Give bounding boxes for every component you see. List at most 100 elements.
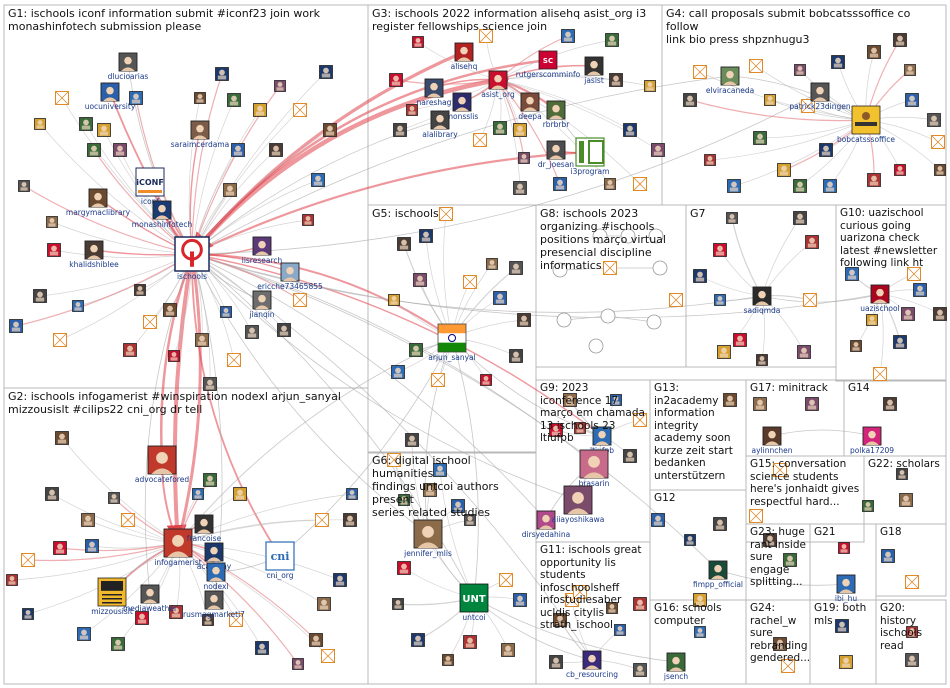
peer-avatar-node[interactable] [79,117,93,131]
peer-avatar-node[interactable] [227,353,241,367]
peer-avatar-node[interactable] [753,131,767,145]
peer-avatar-node[interactable] [513,123,527,137]
peer-avatar-node[interactable] [87,143,101,157]
peer-avatar-node[interactable] [72,300,84,312]
node-jsench[interactable]: jsench [663,652,688,681]
peer-avatar-node[interactable] [486,258,498,270]
peer-avatar-node[interactable] [896,468,908,480]
peer-avatar-node[interactable] [233,487,247,501]
peer-avatar-node[interactable] [803,293,817,307]
peer-avatar-node[interactable] [168,350,180,362]
node-arjun-sanyal[interactable]: arjun_sanyal [428,323,476,362]
peer-avatar-node[interactable] [18,180,30,192]
peer-avatar-node[interactable] [6,574,18,586]
peer-avatar-node[interactable] [518,152,530,164]
node-uazischool[interactable]: uazischool [860,284,900,313]
node-elviracaneda[interactable]: elviracaneda [706,66,754,95]
peer-avatar-node[interactable] [549,423,563,437]
node-nodexl[interactable]: nodexl [203,562,229,591]
peer-avatar-node[interactable] [605,33,619,47]
peer-avatar-node[interactable] [606,602,618,614]
node-advocatefored[interactable]: advocatefored [135,445,189,484]
peer-avatar-node[interactable] [713,517,727,531]
peer-avatar-node[interactable] [693,593,707,607]
peer-avatar-node[interactable] [409,343,423,357]
peer-avatar-node[interactable] [231,143,245,157]
peer-avatar-node[interactable] [561,29,575,43]
peer-avatar-node[interactable] [413,273,427,287]
peer-avatar-node[interactable] [253,103,267,117]
peer-avatar-node[interactable] [333,573,347,587]
peer-avatar-node[interactable] [46,216,58,228]
node-ericche73465855[interactable]: ericche73465855 [257,262,323,291]
peer-avatar-node[interactable] [302,214,314,226]
peer-avatar-node[interactable] [223,183,237,197]
peer-avatar-node[interactable] [781,659,795,673]
peer-avatar-node[interactable] [423,483,437,497]
peer-avatar-node[interactable] [134,284,146,296]
peer-avatar-node[interactable] [229,613,243,627]
peer-avatar-node[interactable] [277,323,291,337]
peer-avatar-node[interactable] [479,29,493,43]
peer-avatar-node[interactable] [553,613,567,627]
peer-avatar-node[interactable] [866,314,878,326]
node-infogamerist[interactable]: infogamerist [154,528,202,567]
peer-avatar-node[interactable] [309,633,323,647]
peer-avatar-node[interactable] [773,463,787,477]
peer-avatar-node[interactable] [323,123,337,137]
peer-avatar-node[interactable] [749,59,763,73]
peer-avatar-node[interactable] [473,133,487,147]
peer-avatar-node[interactable] [113,143,127,157]
peer-avatar-node[interactable] [552,262,568,278]
peer-avatar-node[interactable] [907,267,921,281]
peer-avatar-node[interactable] [431,373,445,387]
node-rbrbrbr[interactable]: rbrbrbr [543,100,571,129]
node-asist-org[interactable]: asist_org [481,70,515,99]
peer-avatar-node[interactable] [317,597,331,611]
peer-avatar-node[interactable] [733,333,747,347]
peer-avatar-node[interactable] [604,178,616,190]
peer-avatar-node[interactable] [556,312,572,328]
peer-avatar-node[interactable] [553,177,567,191]
peer-avatar-node[interactable] [45,487,59,501]
node-monashinfotech[interactable]: monashinfotech [132,200,193,229]
peer-avatar-node[interactable] [905,575,919,589]
peer-avatar-node[interactable] [684,534,696,546]
peer-avatar-node[interactable] [513,181,527,195]
peer-avatar-node[interactable] [934,164,946,176]
node-brasarin[interactable]: brasarin [579,449,610,488]
peer-avatar-node[interactable] [838,542,850,554]
peer-avatar-node[interactable] [108,492,120,504]
peer-avatar-node[interactable] [215,67,229,81]
node-jianqin[interactable]: jianqin [248,290,275,319]
peer-avatar-node[interactable] [801,99,815,113]
node-saraimcerdama[interactable]: saraimcerdama [171,120,230,149]
peer-avatar-node[interactable] [169,605,183,619]
node-uocuniversity[interactable]: uocuniversity [85,82,136,111]
peer-avatar-node[interactable] [933,307,947,321]
peer-avatar-node[interactable] [464,514,476,526]
peer-avatar-node[interactable] [633,177,647,191]
peer-avatar-node[interactable] [763,533,777,547]
peer-avatar-node[interactable] [393,123,407,137]
peer-avatar-node[interactable] [623,123,637,137]
node-alisehq[interactable]: alisehq [451,42,478,71]
peer-avatar-node[interactable] [549,655,563,669]
peer-avatar-node[interactable] [397,561,411,575]
peer-avatar-node[interactable] [411,633,425,647]
peer-avatar-node[interactable] [463,275,477,289]
peer-avatar-node[interactable] [901,307,915,321]
peer-avatar-node[interactable] [405,433,419,447]
peer-avatar-node[interactable] [203,473,217,487]
peer-avatar-node[interactable] [509,261,523,275]
peer-avatar-node[interactable] [392,598,404,610]
peer-avatar-node[interactable] [388,294,400,306]
peer-avatar-node[interactable] [47,243,61,257]
peer-avatar-node[interactable] [203,377,217,391]
peer-avatar-node[interactable] [646,314,662,330]
peer-avatar-node[interactable] [648,228,664,244]
peer-avatar-node[interactable] [33,289,47,303]
peer-avatar-node[interactable] [693,65,707,79]
